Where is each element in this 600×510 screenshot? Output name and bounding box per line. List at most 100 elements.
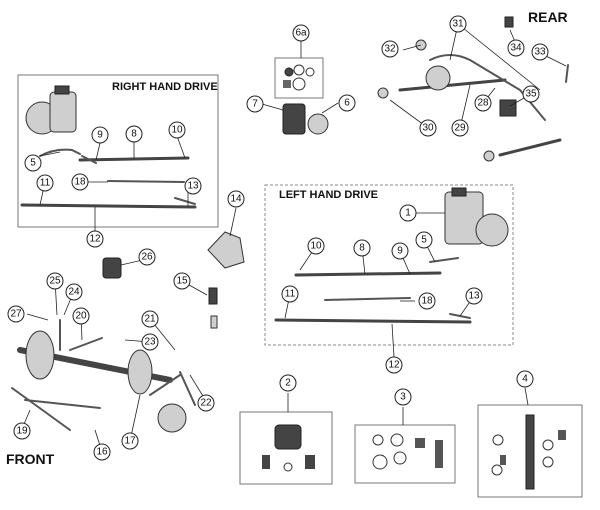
power-steering-pump-drawing: [282, 103, 329, 135]
callout-1: 1: [399, 204, 417, 222]
callout-21: 21: [141, 310, 159, 328]
rhd-tie-rod-end: [174, 197, 196, 205]
callout-circle: [72, 307, 90, 325]
callout-9: 9: [91, 126, 109, 144]
callout-circle: [279, 374, 297, 392]
left-hand-drive-box: [264, 184, 514, 346]
callout-number: 16: [96, 447, 108, 458]
callout-number: 15: [176, 276, 188, 287]
callout-22: 22: [197, 394, 215, 412]
callout-number: 18: [421, 296, 433, 307]
callout-circle: [281, 285, 299, 303]
callout-35: 35: [522, 85, 540, 103]
callout-26: 26: [138, 248, 156, 266]
callout-24: 24: [65, 283, 83, 301]
callout-number: 8: [131, 129, 137, 140]
callout-circle: [184, 177, 202, 195]
callout-8-lhd: 8: [353, 239, 371, 257]
callout-number: 9: [97, 130, 103, 141]
bump-stop-drawing: [102, 257, 122, 279]
callout-circle: [65, 283, 83, 301]
callout-12: 12: [86, 230, 104, 248]
rhd-steering-gear-drawing: [25, 85, 77, 135]
callout-number: 13: [468, 291, 480, 302]
callout-4: 4: [516, 370, 534, 388]
callout-23: 23: [141, 333, 159, 351]
part-3-kit-drawing: [372, 433, 443, 470]
callout-12-lhd: 12: [385, 356, 403, 374]
callout-17: 17: [121, 432, 139, 450]
callout-circle: [292, 24, 310, 42]
callout-circle: [13, 422, 31, 440]
callout-number: 26: [141, 252, 153, 263]
callout-27: 27: [7, 305, 25, 323]
callout-number: 34: [510, 43, 522, 54]
right-hand-drive-box: [17, 74, 219, 228]
callout-circle: [394, 388, 412, 406]
callout-29: 29: [451, 119, 469, 137]
rear-title: REAR: [528, 9, 568, 25]
callout-28: 28: [474, 94, 492, 112]
lhd-tie-rod: [274, 318, 472, 324]
callout-13-lhd: 13: [465, 287, 483, 305]
callout-number: 6a: [295, 28, 307, 39]
callout-circle: [125, 125, 143, 143]
rhd-drag-link: [78, 156, 190, 162]
ball-joint-drawing: [208, 287, 218, 329]
callout-11: 11: [36, 174, 54, 192]
callout-circle: [419, 119, 437, 137]
callout-6: 6: [338, 94, 356, 112]
front-title: FRONT: [6, 451, 55, 467]
callout-number: 22: [200, 398, 212, 409]
callout-6a: 6a: [292, 24, 310, 42]
callout-number: 8: [359, 243, 365, 254]
callout-5-lhd: 5: [415, 231, 433, 249]
callout-number: 21: [144, 314, 156, 325]
callout-number: 30: [422, 123, 434, 134]
callout-number: 11: [285, 289, 296, 300]
callout-18: 18: [71, 173, 89, 191]
lhd-steering-gear-drawing: [444, 187, 509, 247]
callout-circle: [93, 443, 111, 461]
pump-seal-kit-drawing: [283, 64, 315, 91]
callout-number: 12: [89, 234, 101, 245]
callout-circle: [338, 94, 356, 112]
callout-circle: [353, 239, 371, 257]
callout-15: 15: [173, 272, 191, 290]
callout-number: 20: [75, 311, 87, 322]
callout-number: 6: [344, 98, 350, 109]
callout-5: 5: [24, 154, 42, 172]
rhd-pitman-arm: [39, 148, 81, 157]
callout-number: 27: [10, 309, 22, 320]
callout-circle: [415, 231, 433, 249]
callout-number: 3: [400, 392, 406, 403]
callout-18-lhd: 18: [418, 292, 436, 310]
callout-33: 33: [531, 43, 549, 61]
callout-circle: [24, 154, 42, 172]
callout-32: 32: [381, 40, 399, 58]
callout-circle: [197, 394, 215, 412]
callout-19: 19: [13, 422, 31, 440]
callout-number: 17: [124, 436, 136, 447]
callout-9-lhd: 9: [391, 242, 409, 260]
callout-10-lhd: 10: [307, 237, 325, 255]
callout-number: 23: [144, 337, 156, 348]
callout-14: 14: [227, 190, 245, 208]
callout-number: 32: [384, 44, 396, 55]
callout-circle: [307, 237, 325, 255]
callout-number: 7: [252, 99, 258, 110]
callout-number: 29: [454, 123, 466, 134]
callout-34: 34: [507, 39, 525, 57]
callout-16: 16: [93, 443, 111, 461]
part-2-kit-drawing: [262, 424, 315, 472]
callout-circle: [516, 370, 534, 388]
callout-circle: [91, 126, 109, 144]
callout-number: 28: [477, 98, 489, 109]
callout-20: 20: [72, 307, 90, 325]
callout-circle: [46, 272, 64, 290]
rhd-tie-rod: [20, 203, 197, 209]
callout-circle: [381, 40, 399, 58]
callout-circle: [141, 310, 159, 328]
callout-number: 4: [522, 374, 528, 385]
callout-number: 10: [171, 125, 183, 136]
